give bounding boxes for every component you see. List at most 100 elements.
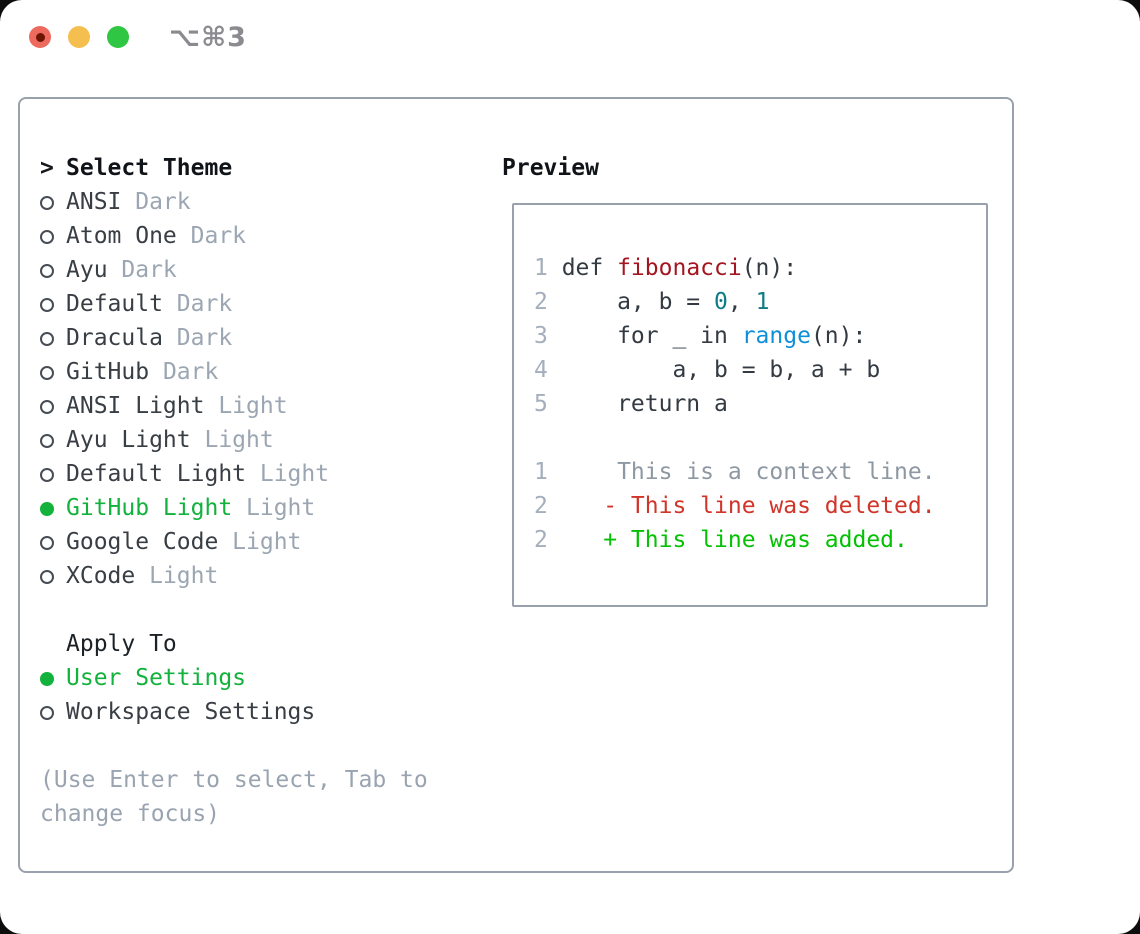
hint-text-line-2: change focus) xyxy=(40,801,221,827)
titlebar: ⌥⌘3 xyxy=(0,0,1140,53)
option-label: GitHub xyxy=(66,359,150,385)
theme-option-default-light[interactable]: Default Light Light xyxy=(40,457,460,491)
option-variant-label: Light xyxy=(218,393,288,419)
option-variant-label: Dark xyxy=(162,359,219,385)
select-theme-header-row: > Select Theme xyxy=(40,151,460,185)
option-variant-label: Dark xyxy=(135,189,191,215)
code-token-code: return a xyxy=(561,391,728,417)
radio-icon xyxy=(40,432,66,448)
theme-option-dracula[interactable]: Dracula Dark xyxy=(40,321,460,355)
code-token-code: a, b = xyxy=(561,289,715,315)
code-line: 2 + This line was added. xyxy=(534,527,986,561)
radio-icon xyxy=(40,262,66,278)
code-token-number: 1 xyxy=(755,289,770,315)
theme-option-github[interactable]: GitHub Dark xyxy=(40,355,460,389)
option-label: Google Code xyxy=(66,529,219,555)
close-dot-icon xyxy=(35,32,45,42)
option-label: XCode xyxy=(66,563,136,589)
theme-option-ayu-light[interactable]: Ayu Light Light xyxy=(40,423,460,457)
line-number: 3 xyxy=(534,323,548,349)
option-label: Workspace Settings xyxy=(66,699,316,725)
code-token-deleted: - This line was deleted. xyxy=(561,493,936,519)
code-line: 1 def fibonacci(n): xyxy=(534,255,986,289)
code-token-function: fibonacci xyxy=(617,255,742,281)
option-label: Ayu Light xyxy=(66,427,191,453)
select-theme-header: Select Theme xyxy=(66,155,233,181)
prompt-icon: > xyxy=(40,155,54,181)
theme-option-atom-one[interactable]: Atom One Dark xyxy=(40,219,460,253)
hint-text-line-1: (Use Enter to select, Tab to xyxy=(40,767,428,793)
option-variant-label: Dark xyxy=(121,257,177,283)
gap xyxy=(40,729,460,763)
code-line xyxy=(534,425,986,459)
code-token-code: for _ in xyxy=(561,323,742,349)
theme-option-xcode[interactable]: XCode Light xyxy=(40,559,460,593)
code-token-builtin: range xyxy=(741,323,811,349)
gap xyxy=(40,593,460,627)
minimize-button[interactable] xyxy=(68,26,90,48)
code-token-code: (n): xyxy=(741,255,798,281)
radio-icon xyxy=(40,364,66,380)
code-token-context: This is a context line. xyxy=(561,459,936,485)
code-line: 5 return a xyxy=(534,391,986,425)
option-label: Atom One xyxy=(66,223,177,249)
radio-icon xyxy=(40,194,66,210)
apply-option-user-settings[interactable]: User Settings xyxy=(40,661,460,695)
code-token-code: (n): xyxy=(810,323,867,349)
apply-option-workspace-settings[interactable]: Workspace Settings xyxy=(40,695,460,729)
preview-header: Preview xyxy=(502,155,599,181)
option-variant-label: Light xyxy=(204,427,274,453)
option-label: Default xyxy=(66,291,163,317)
theme-option-github-light[interactable]: GitHub Light Light xyxy=(40,491,460,525)
option-variant-label: Light xyxy=(259,461,330,487)
window-title: ⌥⌘3 xyxy=(169,21,247,53)
radio-icon xyxy=(40,398,66,414)
option-label: Dracula xyxy=(66,325,163,351)
radio-icon xyxy=(40,330,66,346)
code-token-code: a, b = b, a + b xyxy=(561,357,881,383)
line-number: 1 xyxy=(534,255,548,281)
code-token-code: , xyxy=(727,289,756,315)
close-button[interactable] xyxy=(29,26,51,48)
line-number: 4 xyxy=(534,357,548,383)
theme-option-ansi[interactable]: ANSI Dark xyxy=(40,185,460,219)
option-label: User Settings xyxy=(66,665,247,691)
option-label: GitHub Light xyxy=(66,495,233,521)
option-variant-label: Dark xyxy=(176,325,233,351)
line-number: 1 xyxy=(534,459,548,485)
zoom-button[interactable] xyxy=(107,26,129,48)
radio-selected-icon xyxy=(40,670,66,686)
option-label: ANSI xyxy=(66,189,122,215)
code-line: 1 This is a context line. xyxy=(534,459,986,493)
radio-icon xyxy=(40,228,66,244)
code-token-code: def xyxy=(561,255,618,281)
code-token-added: + This line was added. xyxy=(561,527,908,553)
line-number: 5 xyxy=(534,391,548,417)
code-line: 4 a, b = b, a + b xyxy=(534,357,986,391)
radio-icon xyxy=(40,466,66,482)
radio-icon xyxy=(40,534,66,550)
option-variant-label: Light xyxy=(149,563,219,589)
option-variant-label: Dark xyxy=(190,223,247,249)
radio-icon xyxy=(40,568,66,584)
option-variant-label: Light xyxy=(246,495,316,521)
line-number: 2 xyxy=(534,289,548,315)
option-label: Default Light xyxy=(66,461,247,487)
code-line: 3 for _ in range(n): xyxy=(534,323,986,357)
code-line: 2 a, b = 0, 1 xyxy=(534,289,986,323)
radio-icon xyxy=(40,296,66,312)
line-number: 2 xyxy=(534,493,548,519)
apply-to-header: Apply To xyxy=(66,631,177,657)
